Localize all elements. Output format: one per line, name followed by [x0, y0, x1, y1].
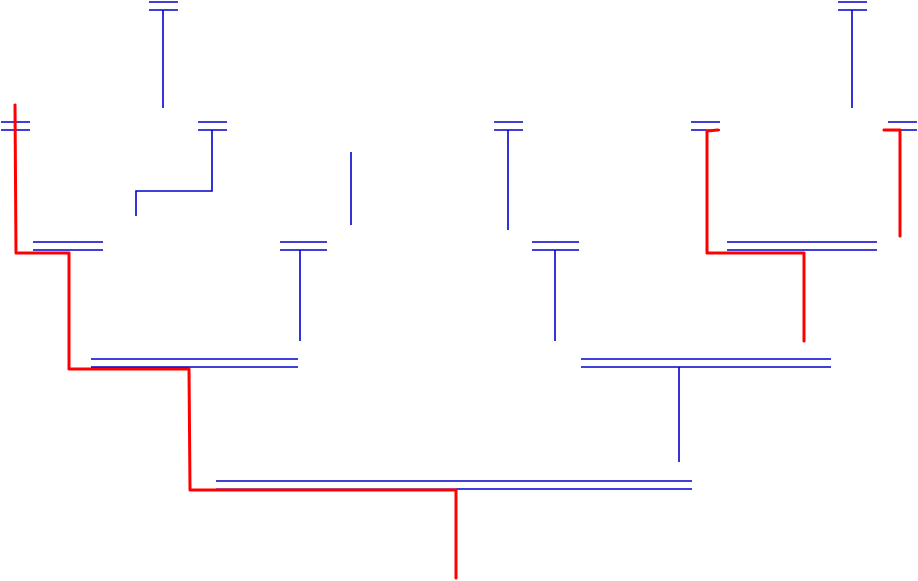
bus-bar [532, 241, 579, 251]
bus-bar [198, 121, 227, 131]
bus-bar [216, 480, 692, 490]
highlighted-path [882, 128, 902, 238]
bus-bar [91, 358, 298, 368]
branch-line [135, 130, 213, 216]
bus-bar [494, 121, 523, 131]
bus-bar [727, 241, 877, 251]
bus-bar [838, 1, 867, 11]
bus-bar [149, 1, 178, 11]
highlighted-path [13, 103, 458, 580]
branches-layer [135, 10, 853, 462]
highlighted-path [705, 128, 806, 343]
buses-layer [1, 1, 917, 490]
highlighted-path-layer [13, 103, 902, 580]
bus-bar [581, 358, 831, 368]
bus-bar [280, 241, 327, 251]
bus-bar [33, 241, 103, 251]
